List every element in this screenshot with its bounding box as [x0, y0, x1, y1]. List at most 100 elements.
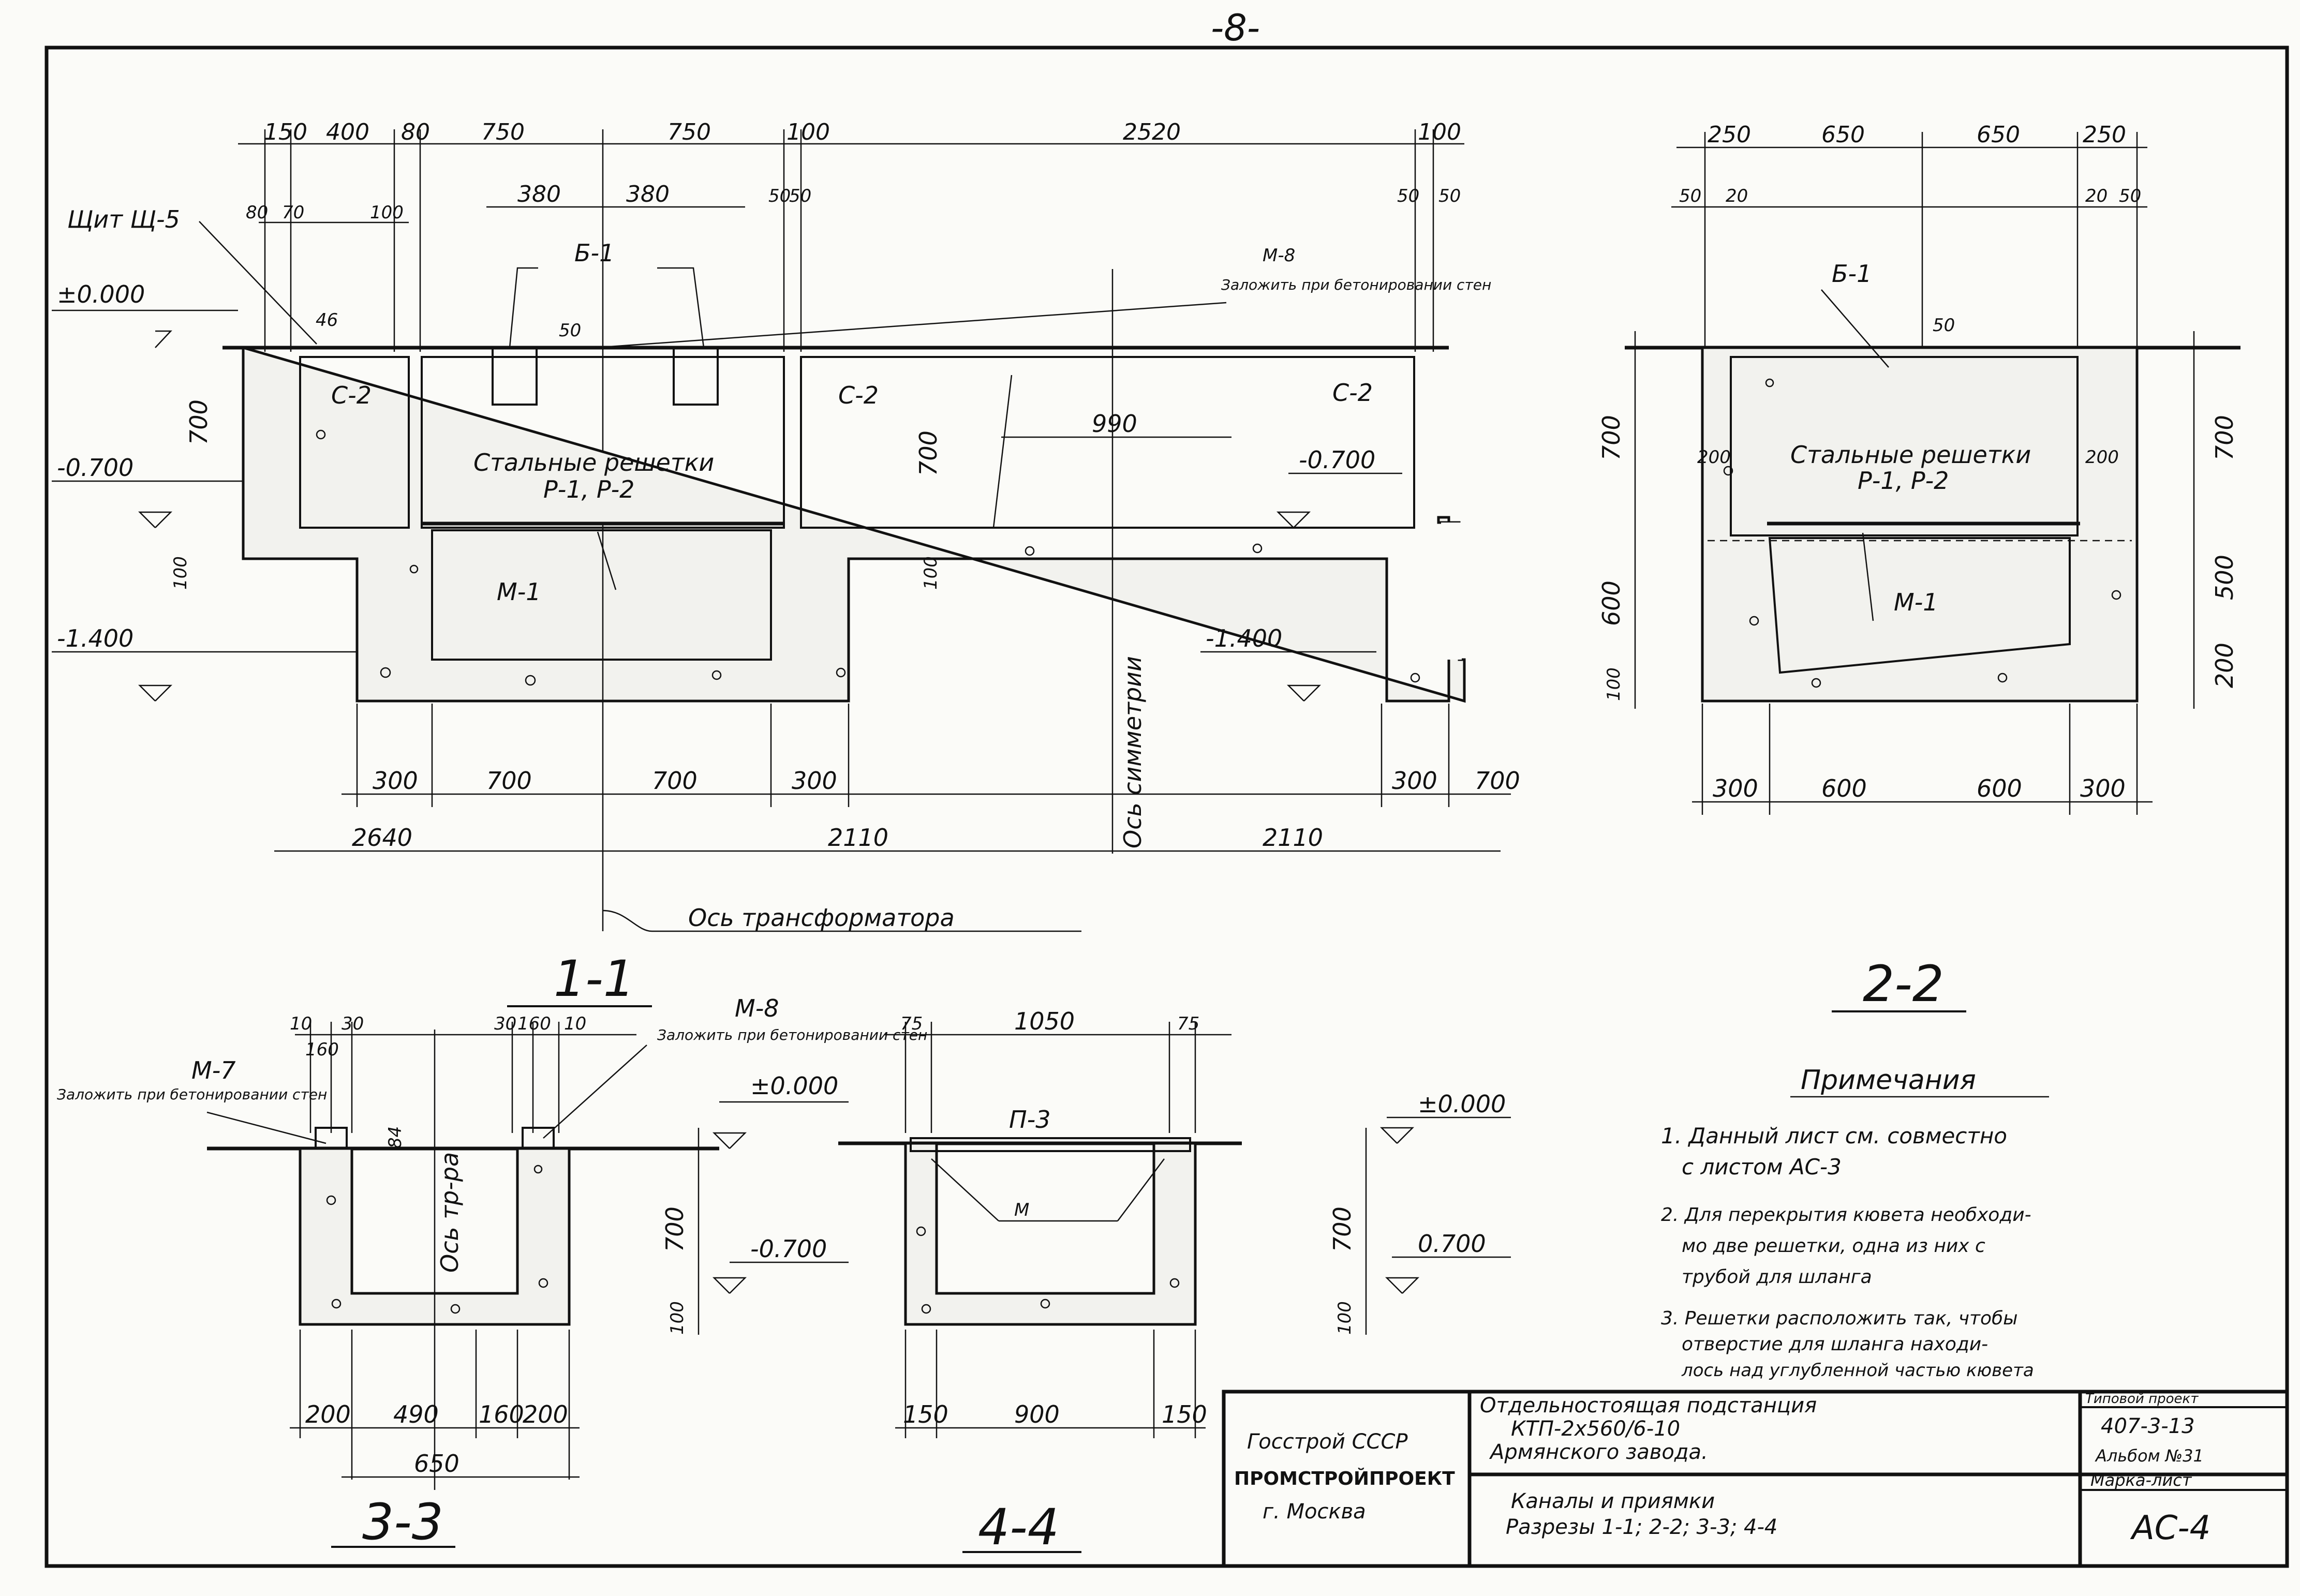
section-4-4: 75 1050 75 П-3 М ±0.000 0.700 700 100 15…	[838, 1007, 1511, 1556]
dim-right: 700	[1328, 1206, 1356, 1252]
project-desc: КТП-2х560/6-10	[1511, 1417, 1680, 1441]
title-block: Госстрой СССР ПРОМСТРОЙПРОЕКТ г. Москва …	[1222, 1390, 2289, 1568]
dim-84: 84	[385, 1126, 406, 1148]
dim-right: 200	[2210, 643, 2238, 688]
dim-sub: 20	[1726, 186, 1748, 206]
dim-bottom: 150	[1162, 1400, 1207, 1428]
label-m1: М-1	[497, 578, 541, 606]
dim-46: 46	[316, 310, 338, 331]
dim-left: 600	[1597, 580, 1625, 626]
symmetry-axis-label: Ось симметрии	[1119, 656, 1147, 848]
level-minus-1-4: -1.400	[57, 624, 133, 652]
dim-sub: 100	[370, 202, 404, 223]
label-b1: Б-1	[574, 239, 614, 267]
label-m8-note: Заложить при бетонировании стен	[1221, 276, 1491, 293]
level-minus-1-4-right: -1.400	[1206, 624, 1282, 652]
dim-axis: 2110	[1263, 824, 1323, 852]
concrete-pit-3-3	[299, 1147, 571, 1326]
transformer-axis-label: Ось трансформатора	[688, 904, 955, 932]
dim-top: 250	[2083, 122, 2126, 148]
beam-b1-left	[492, 347, 538, 406]
dim-50: 50	[1933, 315, 1955, 336]
dim-right: 100	[667, 1301, 688, 1335]
label-c2-right: С-2	[1332, 379, 1373, 407]
dim-bottom: 200	[305, 1400, 351, 1428]
dim-bottom: 300	[1713, 774, 1758, 802]
dim-top: 100	[1418, 119, 1461, 145]
dim-sub: 50	[2119, 186, 2141, 206]
dim-bottom: 160	[479, 1400, 524, 1428]
label-m7: М-7	[191, 1056, 236, 1084]
notes-block: Примечания 1. Данный лист см. совместно …	[1661, 1065, 2049, 1381]
dim-top: 10	[290, 1013, 312, 1034]
dim-990: 990	[1092, 410, 1137, 438]
section-title-1-1: 1-1	[554, 950, 635, 1008]
dim-top: 2520	[1123, 119, 1181, 145]
dim-left: 100	[1604, 667, 1624, 701]
dim-bottom: 300	[373, 767, 418, 795]
dim-top: 80	[401, 119, 430, 145]
dim-top: 10	[564, 1013, 586, 1034]
section-1-1: 150 400 80 750 750 100 2520 100 80 70 10…	[52, 119, 1520, 1008]
dim-bottom: 300	[792, 767, 837, 795]
level-0: ±0.000	[57, 280, 145, 308]
dim-left: 700	[1597, 415, 1625, 460]
project-number: 407-3-13	[2101, 1414, 2195, 1438]
dim-bottom: 600	[1977, 774, 2022, 802]
dim-top: 750	[481, 119, 525, 145]
dim-bottom: 700	[486, 767, 532, 795]
embed-m7	[315, 1127, 348, 1150]
dim-bottom: 700	[1475, 767, 1520, 795]
label-m8: М-8	[1263, 245, 1295, 266]
level-0: ±0.000	[750, 1072, 838, 1100]
label-m7-note: Заложить при бетонировании стен	[57, 1086, 327, 1103]
notes-heading: Примечания	[1801, 1065, 1976, 1096]
section-title-3-3: 3-3	[362, 1493, 443, 1551]
dim-sub: 50	[1679, 186, 1701, 206]
level-0-7: 0.700	[1418, 1230, 1486, 1258]
note-line: с листом АС-3	[1682, 1154, 1842, 1180]
concrete-pit-4-4	[904, 1142, 1197, 1326]
dim-axis: 2640	[352, 824, 412, 852]
dim-top: 250	[1708, 122, 1751, 148]
sheet-title: Каналы и приямки	[1511, 1489, 1715, 1513]
section-title-2-2: 2-2	[1863, 955, 1944, 1013]
dim-100-mid: 100	[921, 556, 941, 590]
album-number: Альбом №31	[2095, 1446, 2204, 1466]
label-grates-marks: Р-1, Р-2	[543, 475, 634, 503]
section-3-3: 10 30 160 30 160 10 М-7 Заложить при бет…	[57, 994, 927, 1551]
label-p3: П-3	[1009, 1106, 1050, 1133]
dim-top: 650	[1821, 122, 1865, 148]
section-title-4-4: 4-4	[978, 1498, 1059, 1556]
project-type-label: Типовой проект	[2085, 1391, 2199, 1407]
dim-total: 650	[414, 1450, 459, 1478]
org-name: Госстрой СССР	[1247, 1430, 1408, 1454]
dim-right: 500	[2210, 555, 2238, 600]
slab-p3	[910, 1137, 1191, 1152]
note-line: 1. Данный лист см. совместно	[1661, 1123, 2007, 1148]
dim-top: 400	[326, 119, 369, 145]
dim-top: 100	[787, 119, 830, 145]
level-minus-0-7: -0.700	[750, 1235, 827, 1263]
dim-top: 75	[900, 1013, 923, 1034]
sheet-subtitle: Разрезы 1-1; 2-2; 3-3; 4-4	[1506, 1515, 1777, 1539]
dim-200-right: 200	[2085, 447, 2119, 468]
dim-top: 160	[517, 1013, 551, 1034]
dim-top: 650	[1977, 122, 2020, 148]
sheet-frame	[44, 46, 2289, 1568]
dim-top: 150	[264, 119, 307, 145]
dim-bottom: 600	[1821, 774, 1867, 802]
label-m1: М-1	[1894, 588, 1938, 616]
dim-right: 700	[661, 1206, 689, 1252]
org-institute: ПРОМСТРОЙПРОЕКТ	[1234, 1468, 1455, 1489]
page-number: -8-	[1211, 7, 1260, 49]
dim-sub: 50	[1397, 186, 1419, 206]
dim-bottom: 300	[1392, 767, 1437, 795]
project-desc: Армянского завода.	[1489, 1440, 1708, 1464]
dim-top: 75	[1177, 1013, 1199, 1034]
label-m: М	[1014, 1200, 1029, 1220]
label-m8: М-8	[735, 994, 779, 1022]
dim-sub: 50	[789, 186, 811, 206]
note-line: 3. Решетки расположить так, чтобы	[1661, 1308, 2018, 1329]
